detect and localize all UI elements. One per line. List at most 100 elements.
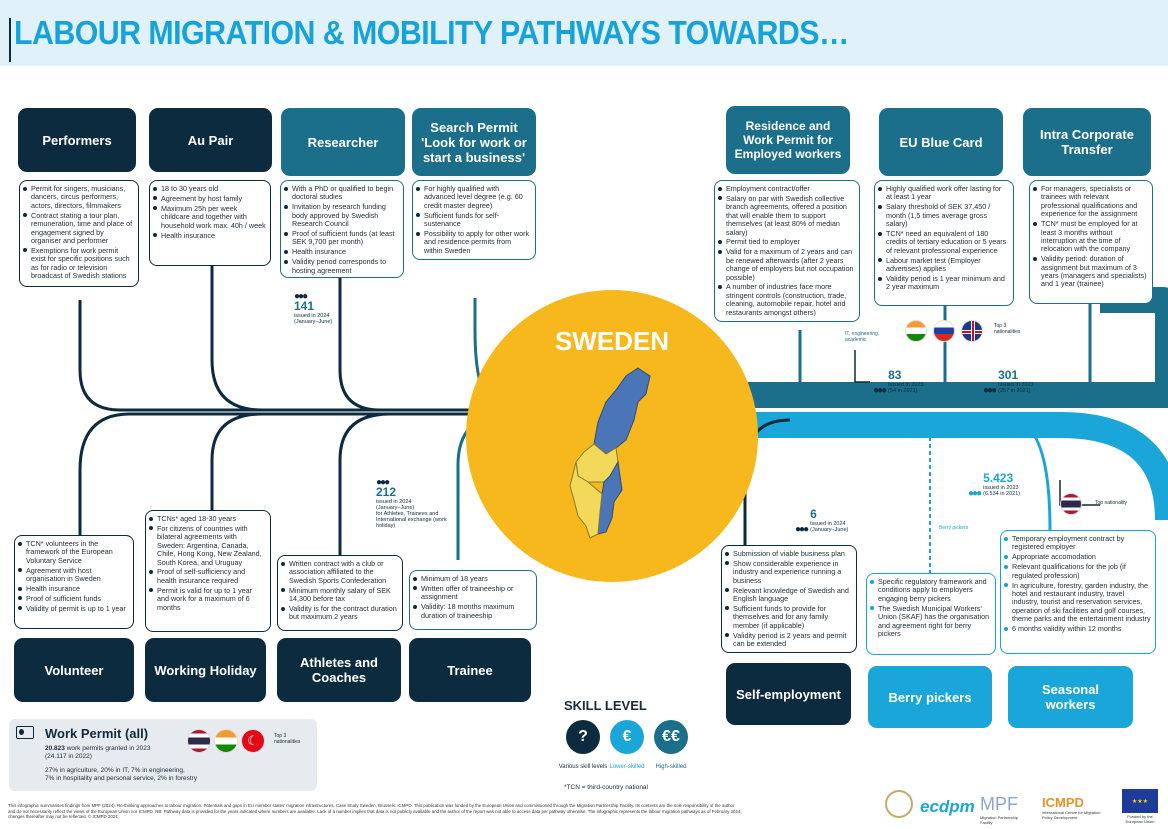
requirement-item: TCNs* aged 18-30 years [149, 514, 266, 523]
card-title: Working Holiday [154, 662, 257, 678]
people-icon: ●●● [983, 385, 997, 396]
requirement-item: Validity period is 2 years and permit ca… [725, 631, 852, 649]
requirement-item: Validity period corresponds to hosting a… [284, 258, 399, 275]
india-flag-icon [905, 320, 927, 342]
card-berry-pickers: Berry pickers [868, 666, 992, 728]
stat-note: issued in 2023 [983, 485, 1019, 491]
stat-note: (257 in 2021) [998, 388, 1031, 394]
requirement-item: Temporary employment contract by registe… [1004, 534, 1151, 552]
footer-line: This infographic summarises findings fro… [8, 803, 735, 808]
search-permit-details: For highly qualified with advanced level… [412, 180, 536, 260]
volunteer-details: TCN* volunteers in the framework of the … [14, 535, 134, 629]
requirement-item: Specific regulatory framework and condit… [870, 577, 991, 603]
requirement-item: For managers, specialists or trainees wi… [1033, 184, 1148, 219]
work-permit-line: 27% in agriculture, 20% in IT, 7% in eng… [45, 767, 185, 774]
footer-line: changes thereafter may not be reflected.… [8, 814, 118, 820]
requirement-item: Health insurance [153, 231, 266, 240]
footer-line: and do not necessarily reflect the views… [8, 808, 742, 814]
russia-flag-icon [933, 320, 955, 342]
skill-label: Lower-skilled [609, 764, 645, 770]
icmpd-logo: ICMPD International Centre for Migration… [1042, 795, 1106, 820]
requirement-item: TCN* must be employed for at least 3 mon… [1033, 219, 1148, 254]
lower-skilled-icon: € [610, 720, 644, 754]
card-title: Volunteer [44, 662, 104, 678]
stat-note: for Athletes, Trainees and International… [376, 511, 447, 529]
requirement-item: Validity is for the contract duration bu… [281, 604, 398, 622]
requirement-item: Permit for singers, musicians, dancers, … [23, 184, 134, 210]
skill-label: Various skill levels [558, 764, 608, 770]
requirement-item: TCN* need an equivalent of 180 credits o… [878, 229, 1009, 255]
requirement-item: For citizens of countries with bilateral… [149, 524, 266, 567]
requirement-item: Validity: 18 months maximum duration of … [413, 603, 532, 620]
requirement-item: Relevant knowledge of Swedish and Englis… [725, 586, 852, 604]
requirement-item: Salary on par with Swedish collective br… [718, 194, 855, 237]
card-search-permit: Search Permit 'Look for work or start a … [412, 108, 536, 176]
card-working-holiday: Working Holiday [145, 638, 266, 702]
uk-flag-icon [961, 320, 983, 342]
requirement-item: Appropriate accomodation [1004, 552, 1151, 561]
researcher-stat: ●●● 141 issued in 2024 (January–June) [294, 291, 332, 326]
blue-card-details: Highly qualified work offer lasting for … [874, 180, 1014, 306]
people-icon: ●●● [873, 385, 887, 396]
card-title: Berry pickers [888, 689, 972, 705]
berry-pickers-details: Specific regulatory framework and condit… [866, 573, 996, 655]
card-employed-workers: Residence and Work Permit for Employed w… [726, 106, 850, 174]
india-flag-icon [214, 729, 238, 753]
card-title: Athletes and Coaches [299, 655, 378, 685]
mpf-logo-sub: Migration Partnership Facility [980, 815, 1019, 825]
card-intra-corporate-transfer: Intra Corporate Transfer [1023, 108, 1151, 176]
tcn-note: *TCN = third-country national [564, 784, 648, 791]
requirement-item: In agriculture, forestry, garden industr… [1004, 581, 1151, 624]
card-performers: Performers [18, 108, 136, 172]
people-icon: ●●● [968, 488, 982, 499]
athletes-details: Written contract with a club or associat… [277, 555, 403, 631]
requirement-item: Validity of permit is up to 1 year [18, 604, 129, 613]
requirement-item: Minimum monthly salary of SEK 14,300 bef… [281, 586, 398, 604]
people-icon: ●●● [294, 291, 308, 302]
requirement-item: Possibility to apply for other work and … [416, 229, 531, 255]
berry-pickers-tag: Berry pickers [939, 525, 969, 531]
stat-note: issued in 2024 [810, 521, 846, 527]
stat-note: issued in 2024 [294, 313, 330, 319]
requirement-item: Agreement by host family [153, 194, 266, 203]
page-title: LABOUR MIGRATION & MOBILITY PATHWAYS TOW… [14, 14, 849, 51]
top3-note: Top 3 nationalities [994, 323, 1021, 335]
requirement-item: Minimum of 18 years [413, 574, 532, 583]
requirement-item: Highly qualified work offer lasting for … [878, 184, 1009, 202]
stat-value: 5.423 [983, 471, 1014, 485]
requirement-list: Highly qualified work offer lasting for … [878, 184, 1009, 292]
thailand-flag-icon [1060, 493, 1082, 515]
requirement-item: Employment contract/offer [718, 184, 855, 193]
stat-note: issued in 2024 [376, 499, 412, 505]
card-trainee: Trainee [409, 638, 531, 702]
requirement-item: Health insurance [284, 247, 399, 256]
work-permit-line: (24.117 in 2022) [45, 752, 92, 760]
work-permit-sectors: 27% in agriculture, 20% in IT, 7% in eng… [45, 767, 265, 782]
turkey-flag-icon: ☾ [241, 729, 265, 753]
card-eu-blue-card: EU Blue Card [879, 108, 1003, 176]
requirement-item: Relevant qualifications for the job (if … [1004, 563, 1151, 580]
requirement-list: Temporary employment contract by registe… [1004, 534, 1151, 633]
card-self-employment: Self-employment [726, 663, 851, 725]
card-title: Researcher [307, 134, 379, 150]
requirement-list: Specific regulatory framework and condit… [870, 577, 991, 638]
top-nationality-note: Top nationality [1095, 500, 1127, 506]
requirement-item: Validity period is 1 year minimum and 2 … [878, 274, 1009, 292]
requirement-list: Written contract with a club or associat… [281, 559, 398, 622]
title-accent-bar [9, 18, 11, 62]
requirement-item: Validity period: duration of assignment … [1033, 255, 1148, 289]
work-permit-text: 20.823 work permits granted in 2023 (24.… [45, 745, 195, 760]
requirement-item: Proof of sufficient funds [18, 594, 129, 603]
requirement-item: Proof of sufficient funds (at least SEK … [284, 229, 399, 247]
requirement-list: With a PhD or qualified to begin doctora… [284, 184, 399, 275]
requirement-item: Sufficient funds to provide for themselv… [725, 604, 852, 630]
card-volunteer: Volunteer [14, 638, 134, 702]
requirement-item: For highly qualified with advanced level… [416, 184, 531, 210]
work-permit-title: Work Permit (all) [45, 726, 149, 741]
